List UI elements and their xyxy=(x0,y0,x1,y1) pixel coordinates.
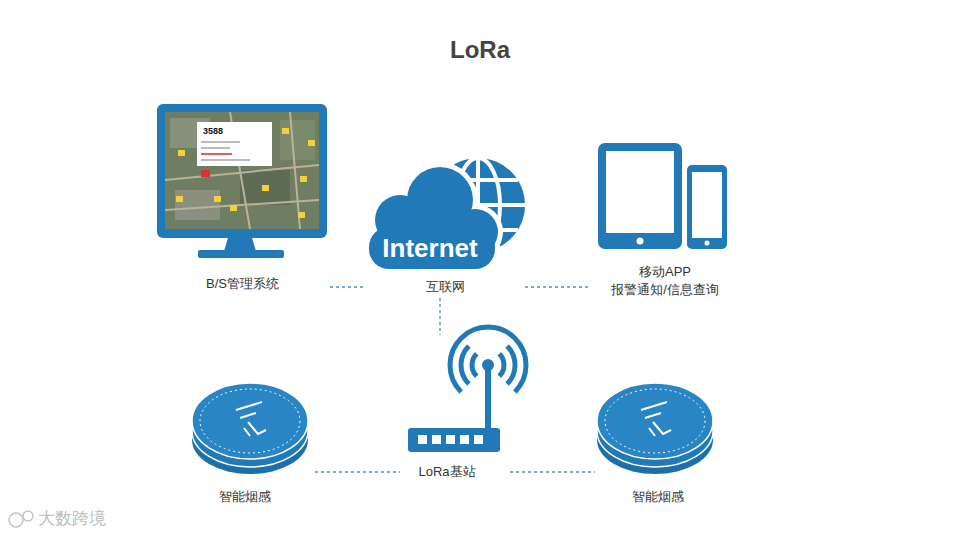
watermark: 大数跨境 xyxy=(38,509,106,529)
dashed-link xyxy=(510,471,595,472)
node-label: 移动APP xyxy=(639,263,691,281)
node-sublabel: 报警通知/信息查询 xyxy=(611,281,719,299)
base-station-node: LoRa基站 xyxy=(400,335,510,485)
internet-icon xyxy=(364,158,525,274)
base-station-icon xyxy=(408,327,526,452)
dashed-link xyxy=(315,471,400,472)
dashed-link xyxy=(525,286,590,287)
monitor-icon xyxy=(157,104,327,258)
smoke-sensor-node: 智能烟感 xyxy=(595,375,725,508)
node-label: Internet xyxy=(382,233,477,263)
watermark-icon xyxy=(9,511,33,527)
smoke-detector-icon xyxy=(597,383,713,474)
popup-id: 3588 xyxy=(203,125,223,137)
monitor-node: B/S管理系统 xyxy=(155,100,330,298)
internet-node: Internet 互联网 xyxy=(365,155,525,298)
node-label: B/S管理系统 xyxy=(206,275,279,293)
node-label: LoRa基站 xyxy=(418,463,475,481)
node-sublabel: 互联网 xyxy=(426,278,465,296)
diagram-title: LoRa xyxy=(0,36,960,64)
node-label: 智能烟感 xyxy=(632,488,684,506)
dashed-link xyxy=(439,298,440,335)
tablet-icon xyxy=(598,143,727,249)
dashed-link xyxy=(330,286,365,287)
smoke-detector-icon xyxy=(192,383,308,474)
node-label: 智能烟感 xyxy=(219,488,271,506)
smoke-sensor-node: 智能烟感 xyxy=(185,375,315,508)
app-node: 移动APP报警通知/信息查询 xyxy=(590,140,740,298)
